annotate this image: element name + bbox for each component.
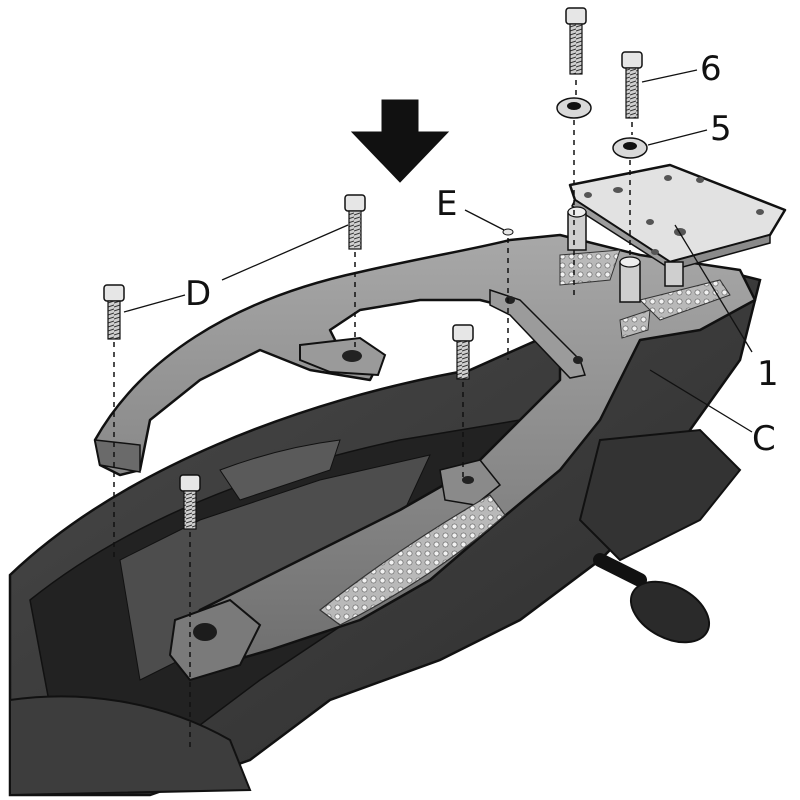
down-arrow-icon bbox=[350, 99, 450, 183]
bolt-d-upper bbox=[344, 194, 366, 250]
small-screw-e bbox=[502, 228, 514, 236]
callout-5: 5 bbox=[710, 109, 732, 149]
callout-e: E bbox=[436, 184, 457, 224]
rack-frame bbox=[93, 233, 757, 682]
bolt-6 bbox=[621, 51, 643, 119]
bolt-d-lower bbox=[103, 284, 125, 340]
assembly-guide-lines bbox=[113, 80, 633, 750]
callout-d: D bbox=[185, 274, 211, 314]
callout-1: 1 bbox=[757, 354, 779, 394]
washer-5 bbox=[612, 137, 648, 159]
washer-top-left bbox=[556, 97, 592, 119]
top-mounting-plate bbox=[567, 163, 787, 303]
bolt-lower-left bbox=[179, 474, 201, 530]
leader-lines bbox=[123, 69, 753, 433]
callout-6: 6 bbox=[700, 49, 722, 89]
bolt-center bbox=[452, 324, 474, 380]
bolt-top-left bbox=[565, 7, 587, 75]
callout-c: C bbox=[752, 419, 776, 459]
turn-signal bbox=[593, 553, 711, 644]
